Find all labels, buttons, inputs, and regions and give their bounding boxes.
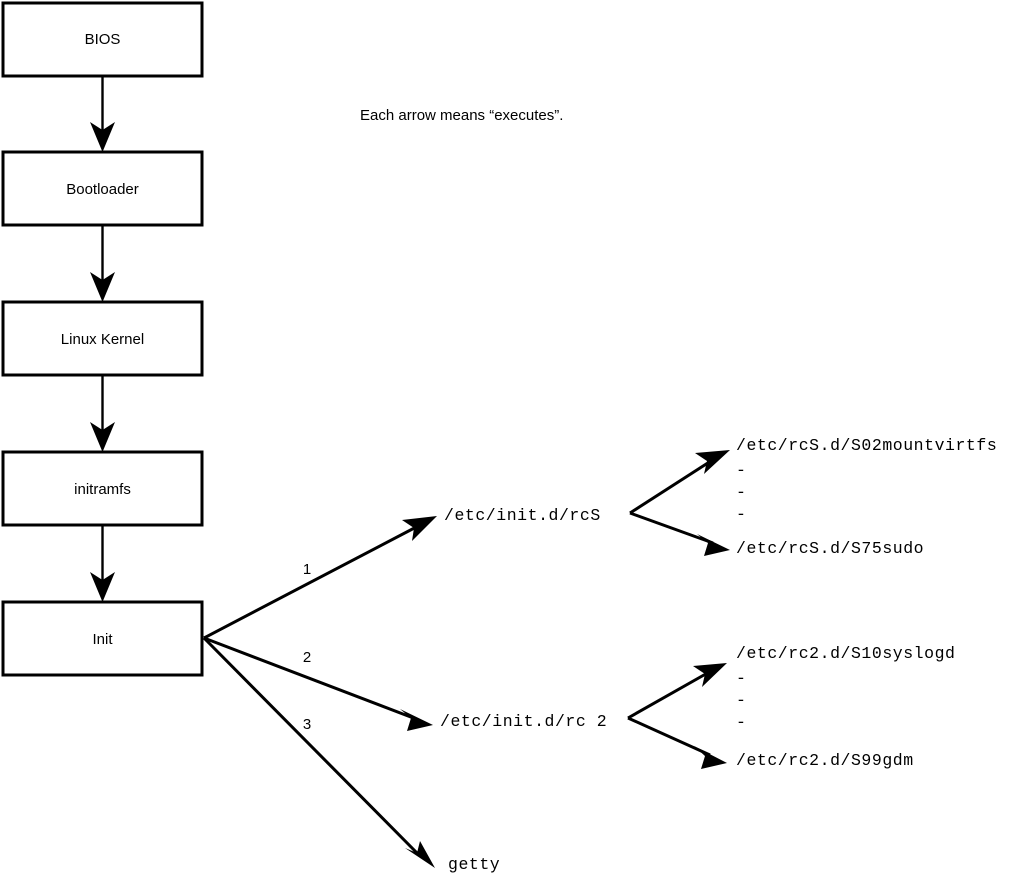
node-bios[interactable]: BIOS xyxy=(1,1,204,78)
arrowhead-icon xyxy=(90,572,115,602)
edge-rc2-to-last xyxy=(627,716,727,769)
node-bootloader-box xyxy=(1,150,204,227)
node-bootloader-label: Bootloader xyxy=(66,181,139,198)
node-bootloader[interactable]: Bootloader xyxy=(1,150,204,227)
edge-init-to-rc2: 2 xyxy=(203,636,433,731)
rc2-ellipsis-dash-2: - xyxy=(736,691,746,710)
node-init[interactable]: Init xyxy=(1,600,204,677)
edge-number-2: 2 xyxy=(303,649,311,666)
arrowhead-icon xyxy=(90,122,115,152)
rc2-ellipsis-dash-3: - xyxy=(736,713,746,732)
node-kernel-label: Linux Kernel xyxy=(61,331,144,348)
arrowhead-icon xyxy=(402,516,437,541)
edge-number-3: 3 xyxy=(303,716,311,733)
rcs-ellipsis-dash-3: - xyxy=(736,505,746,524)
node-init-box xyxy=(1,600,204,677)
edge-init-to-rcs: 1 xyxy=(203,516,437,640)
node-rc2-child-first[interactable]: /etc/rc2.d/S10syslogd xyxy=(736,644,955,663)
diagram-caption: Each arrow means “executes”. xyxy=(360,107,563,124)
node-bios-label: BIOS xyxy=(85,31,121,48)
node-rc2-child-last[interactable]: /etc/rc2.d/S99gdm xyxy=(736,751,914,770)
rcs-ellipsis-dash-2: - xyxy=(736,483,746,502)
node-initramfs-label: initramfs xyxy=(74,481,131,498)
node-kernel[interactable]: Linux Kernel xyxy=(1,300,204,377)
arrowhead-icon xyxy=(697,534,730,556)
arrowhead-icon xyxy=(405,841,435,868)
edge-init-to-getty: 3 xyxy=(202,636,435,868)
arrowhead-icon xyxy=(695,450,730,474)
arrowhead-icon xyxy=(694,746,727,769)
node-initramfs[interactable]: initramfs xyxy=(1,450,204,527)
node-initramfs-box xyxy=(1,450,204,527)
node-init-label: Init xyxy=(92,631,113,648)
node-rcs-child-first[interactable]: /etc/rcS.d/S02mountvirtfs xyxy=(736,436,997,455)
edge-initramfs-to-init xyxy=(90,526,115,602)
edge-rcs-to-first xyxy=(629,450,730,515)
edge-bootloader-to-kernel xyxy=(90,226,115,302)
arrowhead-icon xyxy=(400,709,433,731)
node-getty-label[interactable]: getty xyxy=(448,855,500,874)
node-rcs-child-last[interactable]: /etc/rcS.d/S75sudo xyxy=(736,539,924,558)
arrowhead-icon xyxy=(90,422,115,452)
edge-rcs-to-last xyxy=(629,511,730,556)
edge-rc2-to-first xyxy=(627,663,727,720)
arrowhead-icon xyxy=(693,663,727,687)
node-bios-box xyxy=(1,1,204,78)
node-rcs-label[interactable]: /etc/init.d/rcS xyxy=(444,506,601,525)
rcs-ellipsis-dash-1: - xyxy=(736,461,746,480)
edge-kernel-to-initramfs xyxy=(90,376,115,452)
node-rc2-label[interactable]: /etc/init.d/rc 2 xyxy=(440,712,607,731)
arrowhead-icon xyxy=(90,272,115,302)
edge-bios-to-bootloader xyxy=(90,77,115,152)
edge-number-1: 1 xyxy=(303,561,311,578)
rc2-ellipsis-dash-1: - xyxy=(736,669,746,688)
